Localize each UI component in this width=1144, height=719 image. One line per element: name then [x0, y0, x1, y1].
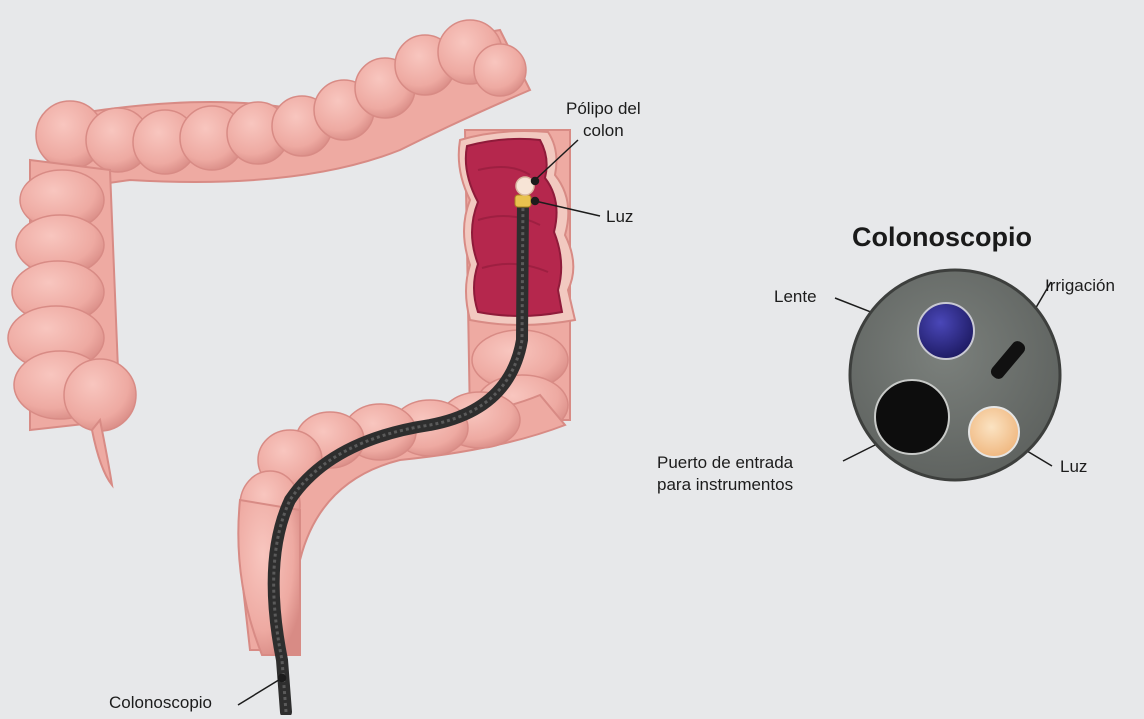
instrument-port — [875, 380, 949, 454]
lens — [918, 303, 974, 359]
light-tip-label: Luz — [1060, 456, 1087, 478]
polyp-label-line2: colon — [566, 120, 641, 142]
polyp-label-line1: Pólipo del — [566, 98, 641, 120]
light-source — [969, 407, 1019, 457]
lens-label: Lente — [774, 286, 817, 308]
light-colon-label: Luz — [606, 206, 633, 228]
scope-tip-face — [850, 270, 1060, 480]
instrument-port-label-line1: Puerto de entrada — [657, 452, 793, 474]
colonoscope-label: Colonoscopio — [109, 692, 212, 714]
instrument-port-label: Puerto de entrada para instrumentos — [657, 452, 793, 496]
diagram-title: Colonoscopio — [852, 222, 1032, 253]
scope-light-tip — [515, 195, 531, 207]
colon — [8, 20, 575, 655]
polyp-label: Pólipo del colon — [566, 98, 641, 142]
instrument-port-label-line2: para instrumentos — [657, 474, 793, 496]
irrigation-label: Irrigación — [1045, 275, 1115, 297]
